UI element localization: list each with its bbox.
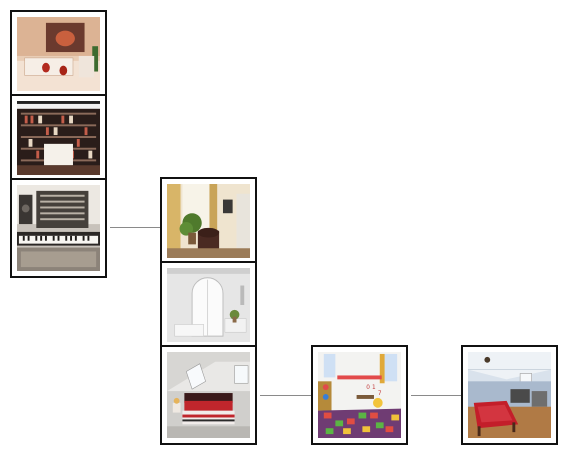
thumbnail-living-room-plant[interactable]: [160, 177, 257, 265]
thumbnail-wine-shelves-room[interactable]: [10, 94, 107, 182]
thumbnail-kids-playroom[interactable]: 0 1 7: [311, 345, 408, 445]
svg-text:0: 0: [366, 385, 370, 391]
thumbnail-white-bathroom[interactable]: [160, 261, 257, 349]
thumbnail-attic-bedroom[interactable]: [160, 345, 257, 445]
living-room-plant-image: [167, 184, 250, 258]
connector-studio-livingroom: [110, 227, 161, 228]
attic-bedroom-image: [167, 352, 250, 438]
svg-text:1: 1: [372, 385, 376, 391]
kids-playroom-image: 0 1 7: [318, 352, 401, 438]
connector-bedroom-playroom: [260, 395, 312, 396]
attic-billiard-room-image: [468, 352, 551, 438]
wine-shelves-room-image: [17, 101, 100, 175]
thumbnail-attic-billiard-room[interactable]: [461, 345, 558, 445]
connector-playroom-billiard: [411, 395, 462, 396]
reception-room-image: [17, 17, 100, 91]
svg-text:7: 7: [378, 391, 382, 397]
synth-studio-image: [17, 185, 100, 271]
white-bathroom-image: [167, 268, 250, 342]
thumbnail-reception-room[interactable]: [10, 10, 107, 98]
thumbnail-synth-studio[interactable]: [10, 178, 107, 278]
